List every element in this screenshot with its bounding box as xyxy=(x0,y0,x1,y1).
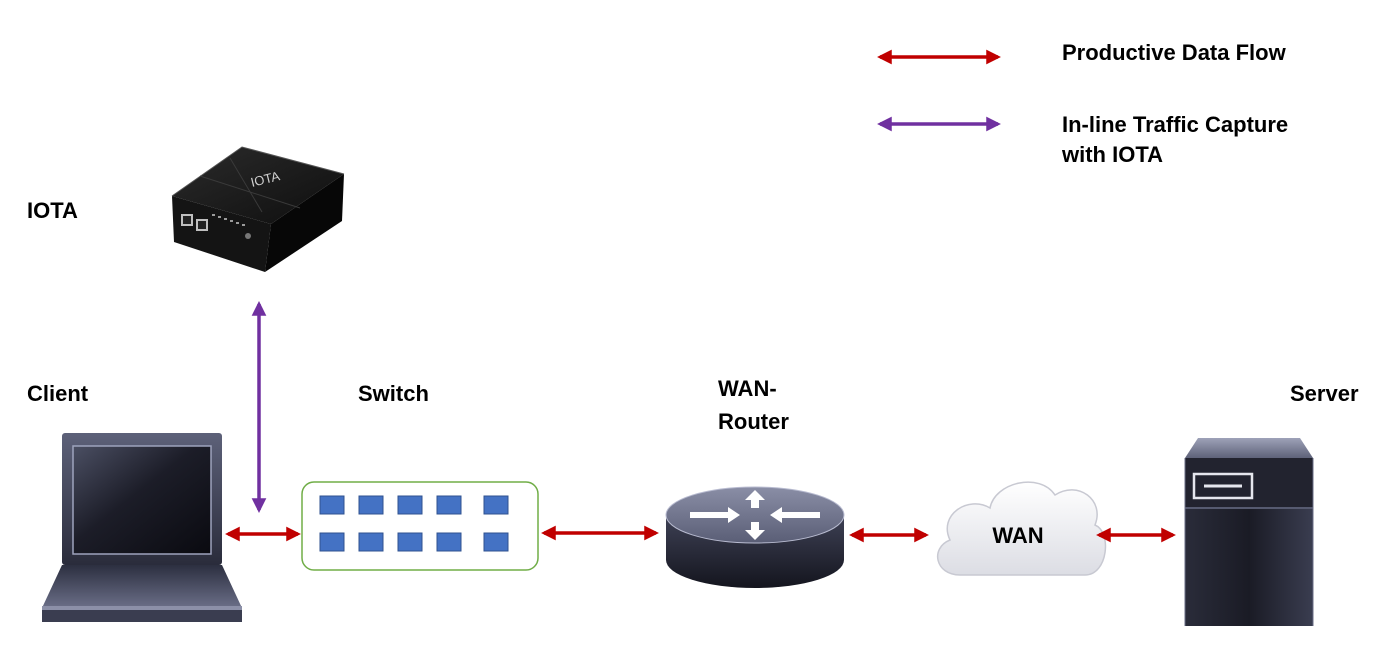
router-label-line2: Router xyxy=(718,409,789,434)
legend-capture-label-line2: with IOTA xyxy=(1062,142,1164,167)
cloud-icon: WAN xyxy=(936,481,1107,576)
laptop-icon xyxy=(42,433,242,622)
client-label: Client xyxy=(27,381,89,406)
switch-label: Switch xyxy=(358,381,429,406)
iota-label: IOTA xyxy=(27,198,78,223)
server-label: Server xyxy=(1290,381,1359,406)
legend-capture-label-line1: In-line Traffic Capture xyxy=(1062,112,1289,137)
switch-icon xyxy=(301,481,539,571)
router-icon xyxy=(665,486,845,588)
iota-device-icon: IOTA xyxy=(171,146,345,272)
legend-productive-label: Productive Data Flow xyxy=(1062,40,1286,65)
server-icon xyxy=(1184,438,1314,626)
wan-label: WAN xyxy=(992,523,1043,548)
router-label-line1: WAN- xyxy=(718,376,777,401)
svg-text:IOTA: IOTA xyxy=(249,168,281,190)
